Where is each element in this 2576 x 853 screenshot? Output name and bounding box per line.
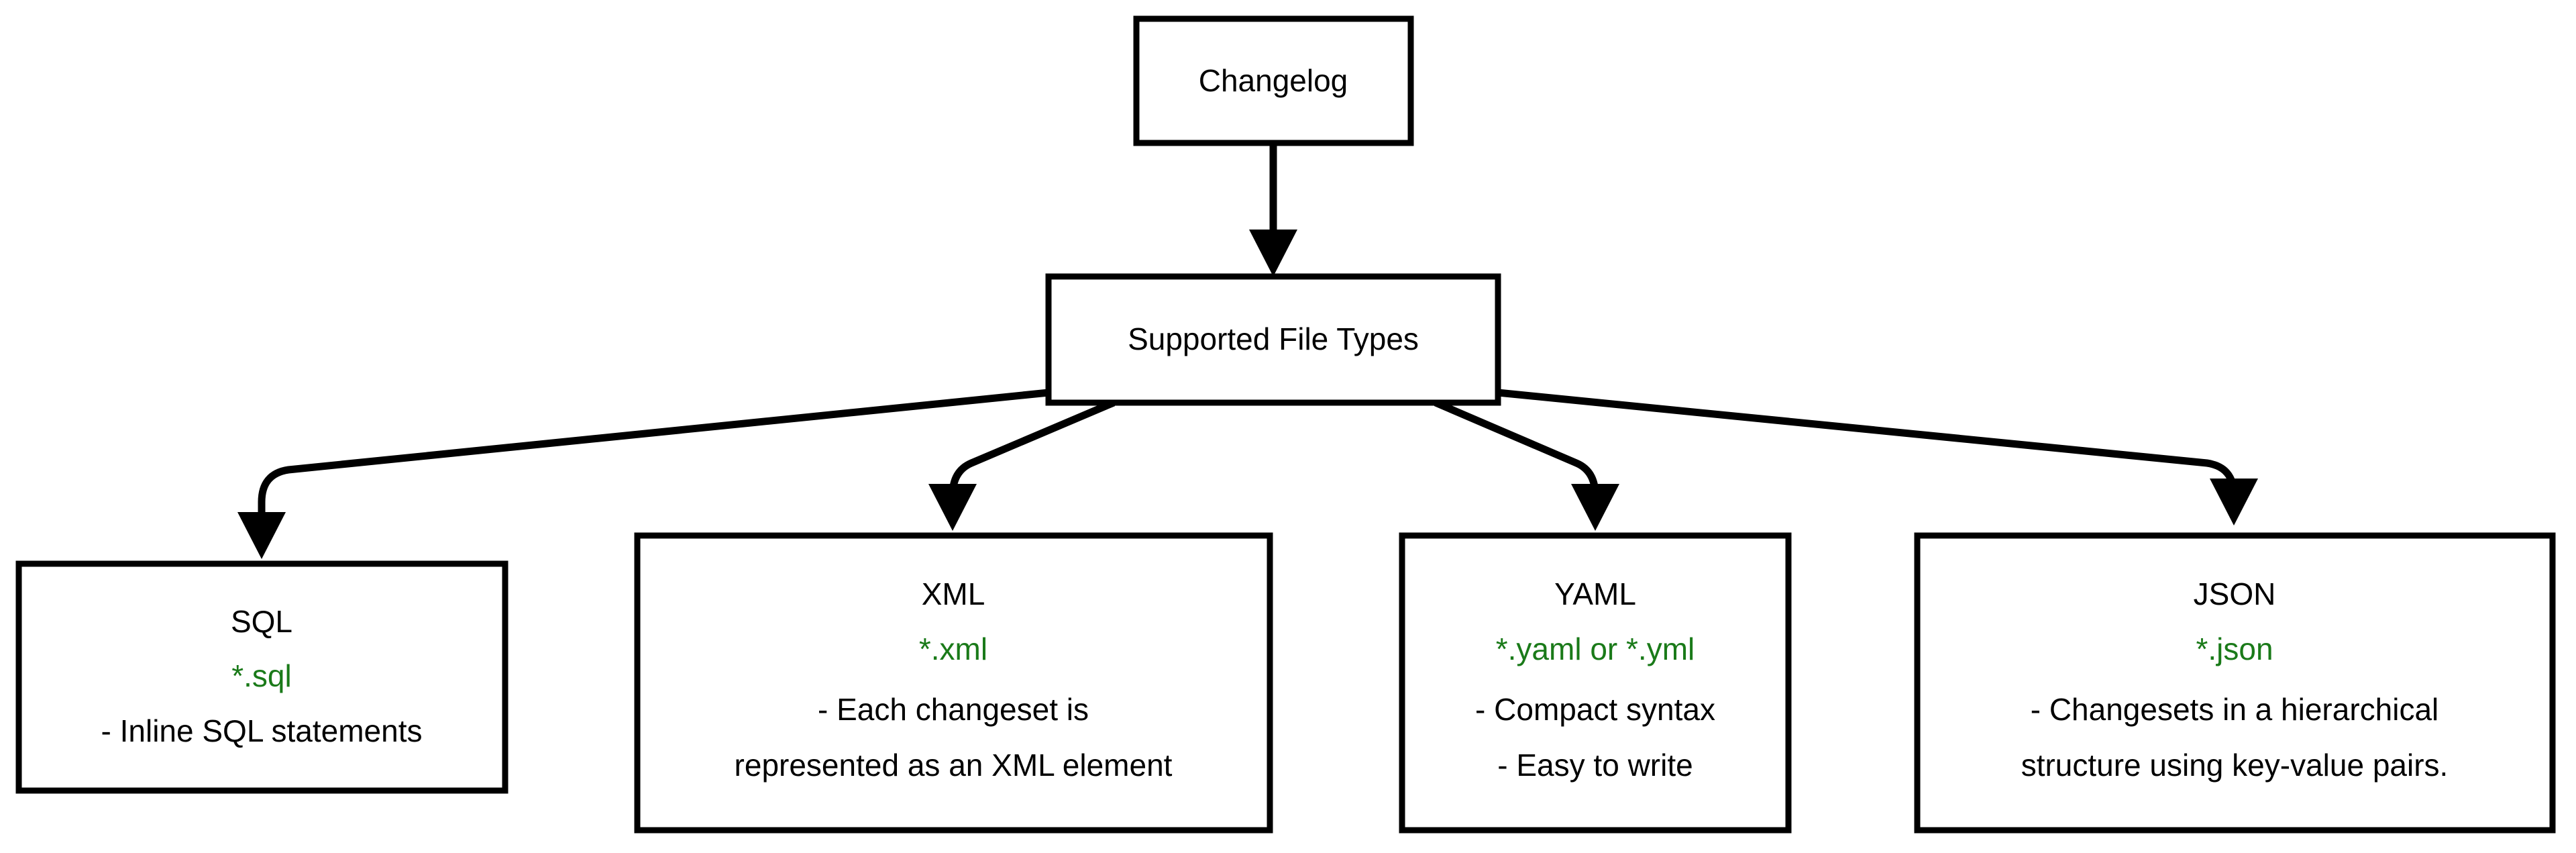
edge-supported-file-types-to-sql xyxy=(237,389,1049,559)
edge-line xyxy=(1434,399,1599,499)
node-supported-file-types[interactable]: Supported File Types xyxy=(1045,273,1501,406)
node-xml-bullet-0: - Each changeset is xyxy=(818,692,1089,727)
edge-line xyxy=(258,389,1049,520)
node-sql-bullet-0: - Inline SQL statements xyxy=(101,713,423,748)
down-arrow-icon xyxy=(1249,230,1297,277)
edge-line xyxy=(949,399,1116,499)
edge-supported-file-types-to-json xyxy=(1497,389,2258,525)
node-yaml-box[interactable] xyxy=(1399,532,1792,834)
node-supported-file-types-label: Supported File Types xyxy=(1128,321,1419,356)
edge-line xyxy=(1497,389,2238,499)
node-json[interactable]: JSON *.json - Changesets in a hierarchic… xyxy=(1914,532,2556,834)
node-changelog[interactable]: Changelog xyxy=(1133,15,1414,146)
node-yaml-bullet-0: - Compact syntax xyxy=(1475,692,1715,727)
node-sql[interactable]: SQL *.sql - Inline SQL statements xyxy=(15,560,508,794)
down-arrow-icon xyxy=(237,512,286,559)
node-xml-bullet-1: represented as an XML element xyxy=(735,748,1173,783)
node-changelog-label: Changelog xyxy=(1199,63,1348,98)
node-json-extension: *.json xyxy=(2196,632,2273,666)
node-json-title: JSON xyxy=(2194,576,2276,611)
node-xml-extension: *.xml xyxy=(919,632,987,666)
down-arrow-icon xyxy=(1571,484,1619,531)
node-changelog-box[interactable] xyxy=(1133,15,1414,146)
node-yaml-title: YAML xyxy=(1554,576,1636,611)
node-json-bullet-0: - Changesets in a hierarchical xyxy=(2031,692,2439,727)
node-sql-title: SQL xyxy=(231,604,292,639)
edge-supported-file-types-to-yaml xyxy=(1434,399,1619,531)
node-supported-file-types-box[interactable] xyxy=(1045,273,1501,406)
edge-supported-file-types-to-xml xyxy=(928,399,1116,531)
edge-changelog-to-supported-file-types xyxy=(1249,143,1297,277)
node-yaml[interactable]: YAML *.yaml or *.yml - Compact syntax - … xyxy=(1399,532,1792,834)
node-json-bullet-1: structure using key-value pairs. xyxy=(2021,748,2449,783)
node-xml-box[interactable] xyxy=(634,532,1273,834)
node-yaml-bullet-1: - Easy to write xyxy=(1497,748,1693,783)
node-xml[interactable]: XML *.xml - Each changeset is represente… xyxy=(634,532,1273,834)
down-arrow-icon xyxy=(928,484,977,531)
node-xml-title: XML xyxy=(922,576,985,611)
node-sql-box[interactable] xyxy=(15,560,508,794)
node-yaml-extension: *.yaml or *.yml xyxy=(1496,632,1695,666)
node-json-box[interactable] xyxy=(1914,532,2556,834)
down-arrow-icon xyxy=(2210,479,2258,525)
node-sql-extension: *.sql xyxy=(231,658,291,693)
